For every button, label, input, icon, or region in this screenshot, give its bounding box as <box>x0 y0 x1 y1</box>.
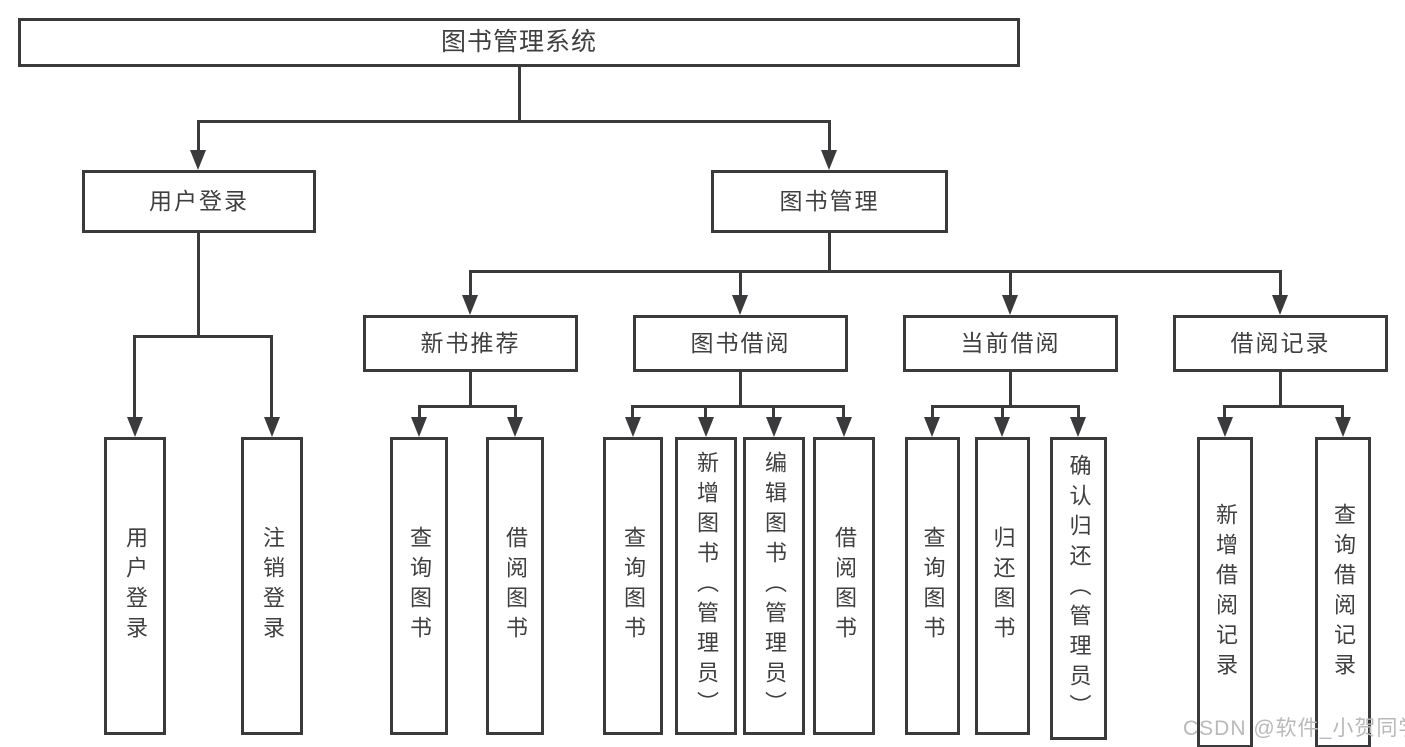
branch-node-book-management: 图书管理 <box>711 170 948 233</box>
connector-line <box>1341 407 1344 419</box>
node-label: 用户登录 <box>149 188 249 214</box>
connector-line <box>518 67 521 120</box>
branch-node-user-login: 用户登录 <box>82 170 316 233</box>
connector-arrowhead <box>766 417 782 437</box>
connector-line <box>197 122 200 150</box>
connector-arrowhead <box>625 417 641 437</box>
leaf-node-user-login: 用户登录 <box>104 437 166 735</box>
connector-arrowhead <box>264 417 280 437</box>
connector-line <box>469 270 1282 273</box>
section-node-book-borrowing: 图书借阅 <box>633 315 848 372</box>
connector-line <box>197 120 831 123</box>
node-label: 借阅图书 <box>832 526 857 646</box>
section-node-borrowing-records: 借阅记录 <box>1173 315 1388 372</box>
connector-line <box>1223 407 1226 419</box>
connector-arrowhead <box>507 417 523 437</box>
connector-arrowhead <box>821 150 837 170</box>
csdn-watermark: CSDN @软件_小贺同学 <box>1183 717 1405 740</box>
connector-line <box>631 405 845 408</box>
node-label: 查询借阅记录 <box>1331 502 1356 683</box>
leaf-node-add-borrow-record: 新增借阅记录 <box>1197 437 1253 747</box>
connector-line <box>469 272 472 298</box>
connector-line <box>133 335 273 338</box>
connector-arrowhead <box>994 417 1010 437</box>
connector-line <box>418 405 517 408</box>
connector-line <box>772 407 775 419</box>
connector-line <box>828 233 831 270</box>
connector-arrowhead <box>190 150 206 170</box>
node-label: 注销登录 <box>260 526 285 646</box>
connector-arrowhead <box>411 417 427 437</box>
node-label: 图书管理系统 <box>440 28 597 56</box>
connector-line <box>1009 272 1012 298</box>
leaf-node-query-borrow-record: 查询借阅记录 <box>1315 437 1371 747</box>
leaf-node-edit-book-admin: 编辑图书（管理员） <box>743 437 805 735</box>
connector-arrowhead <box>1217 417 1233 437</box>
connector-arrowhead <box>1335 417 1351 437</box>
connector-line <box>739 272 742 298</box>
node-label: 图书借阅 <box>690 330 791 356</box>
connector-arrowhead <box>836 417 852 437</box>
connector-arrowhead <box>924 417 940 437</box>
leaf-node-confirm-return-admin: 确认归还（管理员） <box>1050 437 1107 740</box>
connector-arrowhead <box>462 295 478 315</box>
connector-line <box>1077 407 1080 419</box>
leaf-node-return-books: 归还图书 <box>975 437 1030 735</box>
leaf-node-query-books: 查询图书 <box>390 437 448 735</box>
connector-line <box>704 407 707 419</box>
node-label: 借阅图书 <box>503 526 528 646</box>
connector-line <box>133 337 136 420</box>
connector-arrowhead <box>127 417 143 437</box>
connector-line <box>631 407 634 419</box>
node-label: 查询图书 <box>621 526 646 646</box>
leaf-node-query-books: 查询图书 <box>603 437 663 735</box>
node-label: 确认归还（管理员） <box>1066 453 1092 724</box>
connector-line <box>1001 407 1004 419</box>
connector-line <box>739 372 742 405</box>
root-node-library-management-system: 图书管理系统 <box>18 18 1020 67</box>
connector-line <box>469 372 472 405</box>
node-label: 新增图书（管理员） <box>694 451 719 721</box>
node-label: 编辑图书（管理员） <box>762 451 787 721</box>
node-label: 归还图书 <box>990 526 1016 646</box>
connector-arrowhead <box>1002 295 1018 315</box>
leaf-node-query-books: 查询图书 <box>905 437 960 735</box>
leaf-node-borrow-books: 借阅图书 <box>813 437 875 735</box>
connector-arrowhead <box>698 417 714 437</box>
connector-line <box>828 122 831 150</box>
node-label: 新增借阅记录 <box>1213 502 1238 683</box>
connector-line <box>1009 372 1012 405</box>
connector-arrowhead <box>732 295 748 315</box>
node-label: 用户登录 <box>123 526 148 646</box>
connector-line <box>514 407 517 419</box>
node-label: 图书管理 <box>779 188 880 214</box>
connector-line <box>1279 272 1282 298</box>
connector-line <box>931 407 934 419</box>
node-label: 当前借阅 <box>960 330 1061 356</box>
connector-line <box>197 233 200 335</box>
leaf-node-add-book-admin: 新增图书（管理员） <box>675 437 737 735</box>
node-label: 新书推荐 <box>420 330 521 356</box>
section-node-new-book-recommendation: 新书推荐 <box>363 315 578 372</box>
connector-line <box>418 407 421 419</box>
leaf-node-borrow-books: 借阅图书 <box>486 437 544 735</box>
leaf-node-logout: 注销登录 <box>241 437 303 735</box>
node-label: 查询图书 <box>407 526 432 646</box>
connector-line <box>931 405 1080 408</box>
connector-arrowhead <box>1070 417 1086 437</box>
connector-line <box>842 407 845 419</box>
node-label: 查询图书 <box>920 526 946 646</box>
connector-arrowhead <box>1272 295 1288 315</box>
connector-line <box>270 337 273 420</box>
section-node-current-borrowing: 当前借阅 <box>903 315 1118 372</box>
node-label: 借阅记录 <box>1230 330 1331 356</box>
connector-line <box>1279 372 1282 405</box>
connector-line <box>1223 405 1344 408</box>
